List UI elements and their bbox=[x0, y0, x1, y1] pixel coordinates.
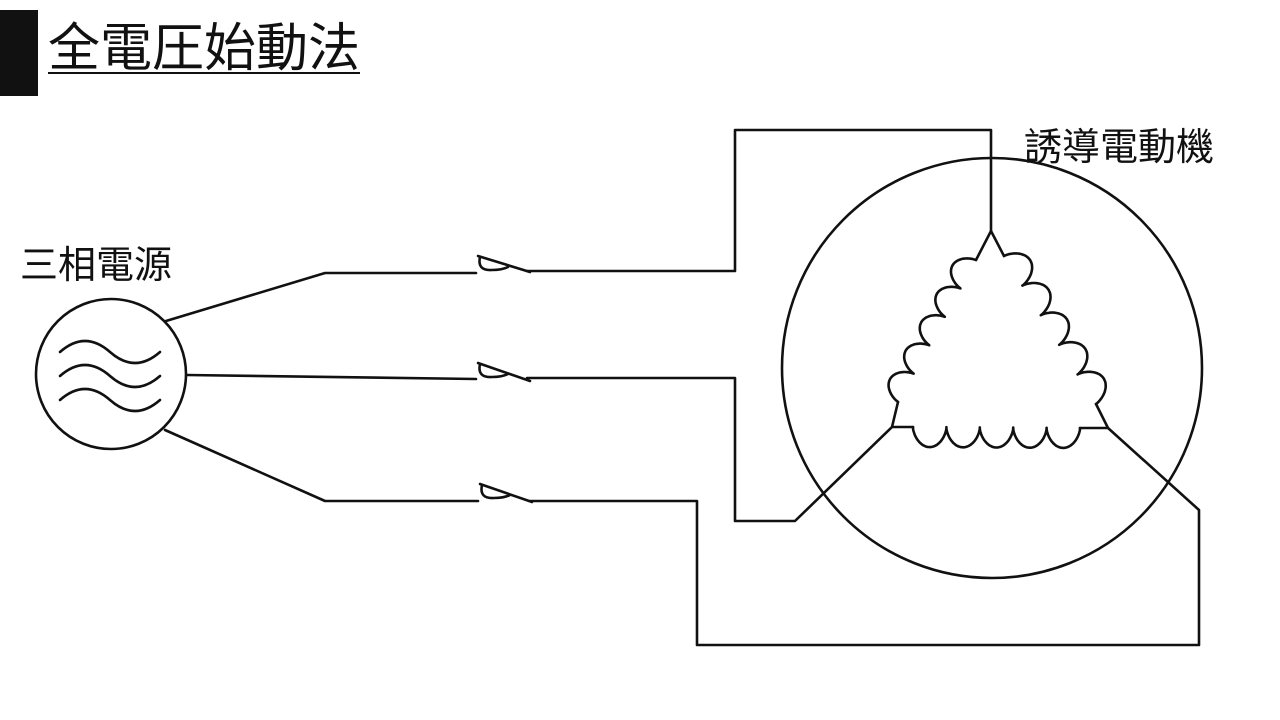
wires bbox=[163, 128, 1201, 647]
three-phase-source bbox=[34, 297, 188, 451]
page-title: 全電圧始動法 bbox=[48, 19, 361, 79]
motor-frame bbox=[780, 156, 1204, 580]
coil-left bbox=[887, 257, 978, 404]
coil-right bbox=[1002, 252, 1107, 406]
motor-label: 誘導電動機 bbox=[1024, 125, 1215, 169]
switch-1 bbox=[476, 254, 532, 274]
delta-winding bbox=[887, 229, 1110, 450]
title-marker bbox=[0, 10, 38, 96]
switches bbox=[476, 254, 534, 504]
switch-3 bbox=[478, 482, 534, 504]
source-label: 三相電源 bbox=[20, 243, 173, 287]
switch-2 bbox=[476, 361, 532, 383]
coil-bottom bbox=[911, 425, 1082, 450]
